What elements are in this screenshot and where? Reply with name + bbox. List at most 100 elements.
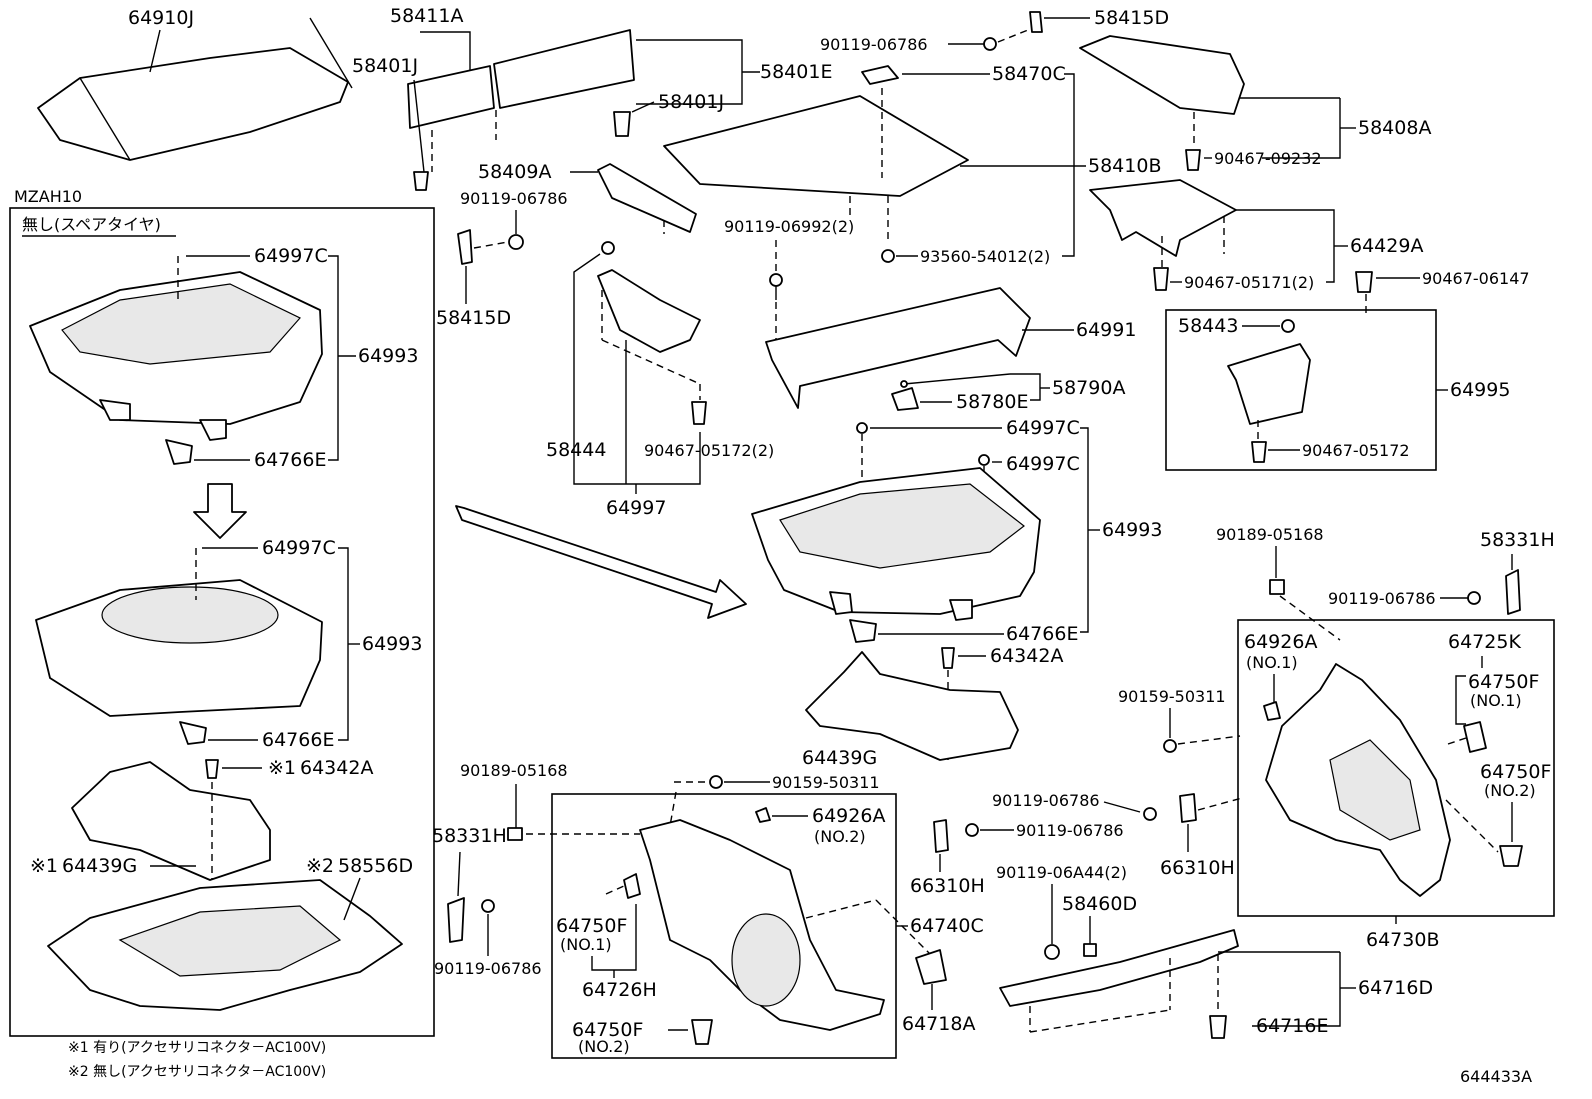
clip-64997C-c2[interactable] xyxy=(978,454,990,466)
bracket-58444[interactable] xyxy=(597,269,701,353)
clip-90467-06147[interactable] xyxy=(1355,271,1373,293)
bracket-58415D-left[interactable] xyxy=(457,229,473,265)
clip-64926A-no1[interactable] xyxy=(1263,701,1281,721)
clip-90467-09232[interactable] xyxy=(1185,149,1201,171)
clip-64926A-no2[interactable] xyxy=(755,807,771,823)
bolt-93560-54012[interactable] xyxy=(881,249,895,263)
label-90467-06147: 90467-06147 xyxy=(1422,269,1530,288)
frame-64991[interactable] xyxy=(765,287,1031,409)
sill-64716D[interactable] xyxy=(999,929,1239,1007)
clip-64750F-no2-a[interactable] xyxy=(691,1019,713,1045)
bolt-90119-06786-c[interactable] xyxy=(481,899,495,913)
label-58408A: 58408A xyxy=(1358,117,1431,139)
bolt-90159-50311-a[interactable] xyxy=(709,775,723,789)
qual-64750F-no2-a: (NO.2) xyxy=(578,1037,630,1056)
label-64995: 64995 xyxy=(1450,379,1510,401)
clip-64997C-c1[interactable] xyxy=(856,422,868,434)
bolt-90119-06A44[interactable] xyxy=(1044,944,1060,960)
clip-90467-05172-a[interactable] xyxy=(691,401,707,425)
label-58443: 58443 xyxy=(1178,315,1238,337)
label-64342A-c: 64342A xyxy=(990,645,1063,667)
transition-arrow-down xyxy=(193,483,247,539)
nut-90189-05168-b[interactable] xyxy=(1269,579,1285,595)
label-90467-09232: 90467-09232 xyxy=(1214,149,1322,168)
clip-64750F-no2-b[interactable] xyxy=(1499,845,1523,867)
clip-64766E-l2[interactable] xyxy=(179,721,207,745)
label-64997: 64997 xyxy=(606,497,666,519)
label-58415D-top: 58415D xyxy=(1094,7,1169,29)
label-58410B: 58410B xyxy=(1088,155,1161,177)
floor-mat-58556D[interactable] xyxy=(47,879,403,1011)
label-58401J-b: 58401J xyxy=(658,91,724,113)
clip-64342A-l[interactable] xyxy=(205,759,219,779)
clip-58401J-a[interactable] xyxy=(413,171,429,191)
clip-64716E[interactable] xyxy=(1209,1015,1227,1039)
bolt-90119-06786-b[interactable] xyxy=(508,234,524,250)
clip-90467-05171[interactable] xyxy=(1153,267,1169,291)
nut-90189-05168-a[interactable] xyxy=(507,827,523,841)
bolt-90119-06992[interactable] xyxy=(769,273,783,300)
label-64342A-l: 64342A xyxy=(300,757,373,779)
deck-tray-64993-lower-left[interactable] xyxy=(35,579,323,717)
hook-64750F-no1-b[interactable] xyxy=(1463,721,1487,753)
label-90119-06786-a: 90119-06786 xyxy=(820,35,928,54)
bracket-64429A[interactable] xyxy=(1089,179,1237,257)
label-64716E: 64716E xyxy=(1256,1015,1328,1037)
hook-64750F-no1-a[interactable] xyxy=(623,873,641,899)
bolt-90119-06786-d[interactable] xyxy=(965,823,979,837)
deck-tray-64993-upper-left[interactable] xyxy=(29,271,323,441)
bracket-58331H-b[interactable] xyxy=(1505,569,1521,615)
bracket-64718A[interactable] xyxy=(915,949,947,985)
bracket-64439G-l[interactable] xyxy=(71,761,271,881)
clip-64342A-c[interactable] xyxy=(941,647,955,669)
bracket-58780E[interactable] xyxy=(891,387,919,411)
clip-64766E-c[interactable] xyxy=(849,619,877,643)
wire-58790A[interactable] xyxy=(900,373,1011,388)
label-64718A: 64718A xyxy=(902,1013,975,1035)
clip-58444-top[interactable] xyxy=(601,241,615,255)
label-58460D: 58460D xyxy=(1062,893,1137,915)
label-90119-06992: 90119-06992(2) xyxy=(724,217,854,236)
cargo-cover-64910J[interactable] xyxy=(37,17,353,161)
holder-64995[interactable] xyxy=(1227,343,1311,425)
bracket-58331H-a[interactable] xyxy=(447,897,465,943)
clip-58460D[interactable] xyxy=(1083,943,1097,957)
bolt-90119-06786-e[interactable] xyxy=(1143,807,1157,821)
board-58408A[interactable] xyxy=(1079,35,1245,115)
board-58401J-left[interactable] xyxy=(407,65,495,129)
clip-58401J-b[interactable] xyxy=(613,111,631,137)
clip-64766E-l1[interactable] xyxy=(165,439,193,465)
clip-58443[interactable] xyxy=(1281,319,1295,333)
label-64910J: 64910J xyxy=(128,7,194,29)
board-58401E[interactable] xyxy=(493,29,635,109)
trim-58409A[interactable] xyxy=(597,163,697,233)
cap-58470C[interactable] xyxy=(861,65,899,85)
qual-64750F-no1-a: (NO.1) xyxy=(560,935,612,954)
mark-1a: ※1 xyxy=(268,757,296,779)
bracket-66310H-b[interactable] xyxy=(1179,793,1197,823)
qual-64926A-no2: (NO.2) xyxy=(814,827,866,846)
label-90467-05171: 90467-05171(2) xyxy=(1184,273,1314,292)
bolt-90119-06786-f[interactable] xyxy=(1467,591,1481,605)
bolt-90159-50311-b[interactable] xyxy=(1163,739,1177,753)
label-58780E: 58780E xyxy=(956,391,1028,413)
footnote-1: ※1 有り(アクセサリコネクタ－AC100V) xyxy=(68,1040,326,1056)
deck-board-58410B[interactable] xyxy=(663,95,969,197)
trim-64730B[interactable] xyxy=(1265,663,1451,897)
bolt-90119-06786-a[interactable] xyxy=(983,37,997,51)
label-64993-c: 64993 xyxy=(1102,519,1162,541)
label-58556D: 58556D xyxy=(338,855,413,877)
label-64766E-c: 64766E xyxy=(1006,623,1078,645)
transition-arrow-diagonal xyxy=(455,505,747,619)
clip-90467-05172-b[interactable] xyxy=(1251,441,1267,463)
bracket-64439G-c[interactable] xyxy=(805,651,1019,761)
bracket-58415D-top[interactable] xyxy=(1029,11,1043,33)
label-90467-05172-a: 90467-05172(2) xyxy=(644,441,774,460)
bracket-66310H-a[interactable] xyxy=(933,819,949,853)
deck-tray-64993-center[interactable] xyxy=(751,467,1041,621)
label-64766E-l1: 64766E xyxy=(254,449,326,471)
trim-64740C[interactable] xyxy=(639,819,885,1031)
label-64993-l2: 64993 xyxy=(362,633,422,655)
label-58415D-left: 58415D xyxy=(436,307,511,329)
